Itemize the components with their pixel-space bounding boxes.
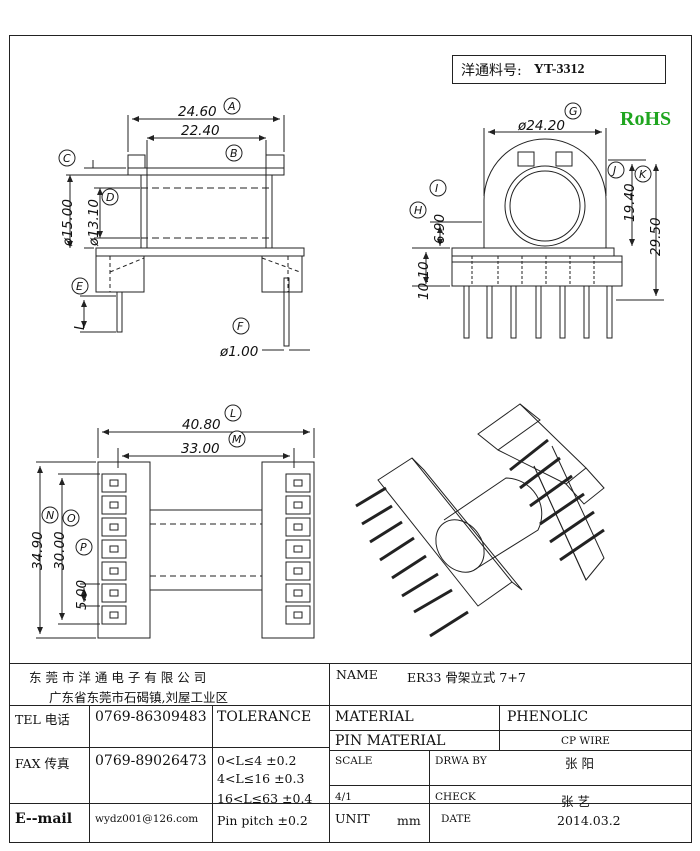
company-address: 广东省东莞市石碣镇,刘屋工业区 (49, 690, 228, 705)
part-number-value: YT-3312 (533, 61, 585, 77)
isometric-view (355, 403, 605, 638)
title-block: 东 莞 市 洋 通 电 子 有 限 公 司 广东省东莞市石碣镇,刘屋工业区 NA… (9, 663, 692, 843)
balloon-M: M (232, 433, 242, 446)
pin-material-label: PIN MATERIAL (335, 733, 446, 749)
date-value: 2014.03.2 (557, 813, 621, 828)
check-value: 张 艺 (561, 794, 590, 809)
company-name: 东 莞 市 洋 通 电 子 有 限 公 司 (29, 670, 207, 685)
material-value: PHENOLIC (507, 709, 589, 725)
material-label: MATERIAL (335, 709, 414, 725)
tolerance-row-4: Pin pitch ±0.2 (217, 813, 308, 828)
scale-value: 4/1 (335, 791, 352, 803)
tolerance-row-2: 4<L≤16 ±0.3 (217, 771, 305, 786)
tel-value: 0769-86309483 (95, 709, 207, 725)
fax-value: 0769-89026473 (95, 753, 207, 769)
dim-M-value: 33.00 (181, 441, 220, 457)
dim-G-value: ø24.20 (517, 118, 565, 134)
drawing-frame (9, 35, 692, 843)
balloon-C: C (63, 152, 71, 165)
dim-side-value: 10.10 (416, 261, 432, 300)
unit-label: UNIT (335, 811, 370, 826)
balloon-O: O (67, 512, 76, 525)
date-label: DATE (441, 813, 472, 825)
dim-A-value: 24.60 (178, 104, 217, 120)
balloon-B: B (230, 147, 238, 160)
tolerance-row-1: 0<L≤4 ±0.2 (217, 753, 297, 768)
front-view: 24.60 22.40 ø15.00 ø13.10 L ø1.00 (60, 104, 310, 360)
balloon-J: J (611, 164, 616, 177)
dim-J-value: 19.40 (622, 183, 638, 222)
balloon-F: F (237, 320, 244, 333)
balloon-G: G (569, 105, 578, 118)
pin-material-value: CP WIRE (561, 735, 610, 747)
dim-F-value: ø1.00 (219, 344, 258, 360)
technical-drawing: 24.60 22.40 ø15.00 ø13.10 L ø1.00 (30, 97, 664, 639)
part-number-label: 洋通料号: (461, 62, 522, 79)
balloon-E: E (76, 280, 83, 293)
drawn-by-label: DRWA BY (435, 755, 487, 767)
dim-K-value: 29.50 (648, 217, 664, 256)
dim-O-value: 30.00 (52, 531, 68, 570)
dim-D-value: ø13.10 (86, 199, 102, 247)
balloon-P: P (80, 541, 87, 554)
fax-label: FAX 传真 (15, 756, 70, 771)
part-number-box: 洋通料号: YT-3312 (452, 55, 666, 84)
balloon-N: N (46, 509, 54, 522)
dim-B-value: 22.40 (181, 123, 220, 139)
balloon-H: H (414, 204, 422, 217)
tolerance-label: TOLERANCE (217, 709, 312, 725)
rohs-mark: RoHS (620, 108, 672, 130)
scale-label: SCALE (335, 755, 373, 767)
dimension-balloons: A B C D E F G H I J K L M N O P (41, 97, 652, 556)
dim-H-value: 6.90 (432, 214, 448, 244)
check-label: CHECK (435, 791, 476, 803)
tolerance-row-3: 16<L≤63 ±0.4 (217, 791, 313, 806)
name-value: ER33 骨架立式 7+7 (407, 670, 526, 685)
email-value: wydz001@126.com (95, 813, 199, 825)
dim-N-value: 34.90 (30, 531, 46, 570)
drawn-by-value: 张 阳 (565, 756, 594, 771)
balloon-D: D (106, 191, 114, 204)
unit-value: mm (397, 813, 421, 828)
name-label: NAME (336, 667, 378, 682)
balloon-K: K (639, 168, 647, 181)
side-view: ø24.20 6.90 10.10 19.40 29.50 (412, 118, 664, 339)
tel-label: TEL 电话 (15, 712, 70, 727)
balloon-I: I (435, 182, 438, 195)
bottom-view: 40.80 33.00 34.90 30.00 5.00 (30, 417, 315, 639)
balloon-A: A (227, 100, 236, 113)
dim-L-label: L (72, 322, 88, 330)
balloon-L: L (230, 407, 236, 420)
email-label: E--mail (15, 811, 73, 827)
dim-P-value: 5.00 (74, 580, 90, 610)
dim-C-value: ø15.00 (60, 199, 76, 247)
dim-L-value: 40.80 (182, 417, 221, 433)
